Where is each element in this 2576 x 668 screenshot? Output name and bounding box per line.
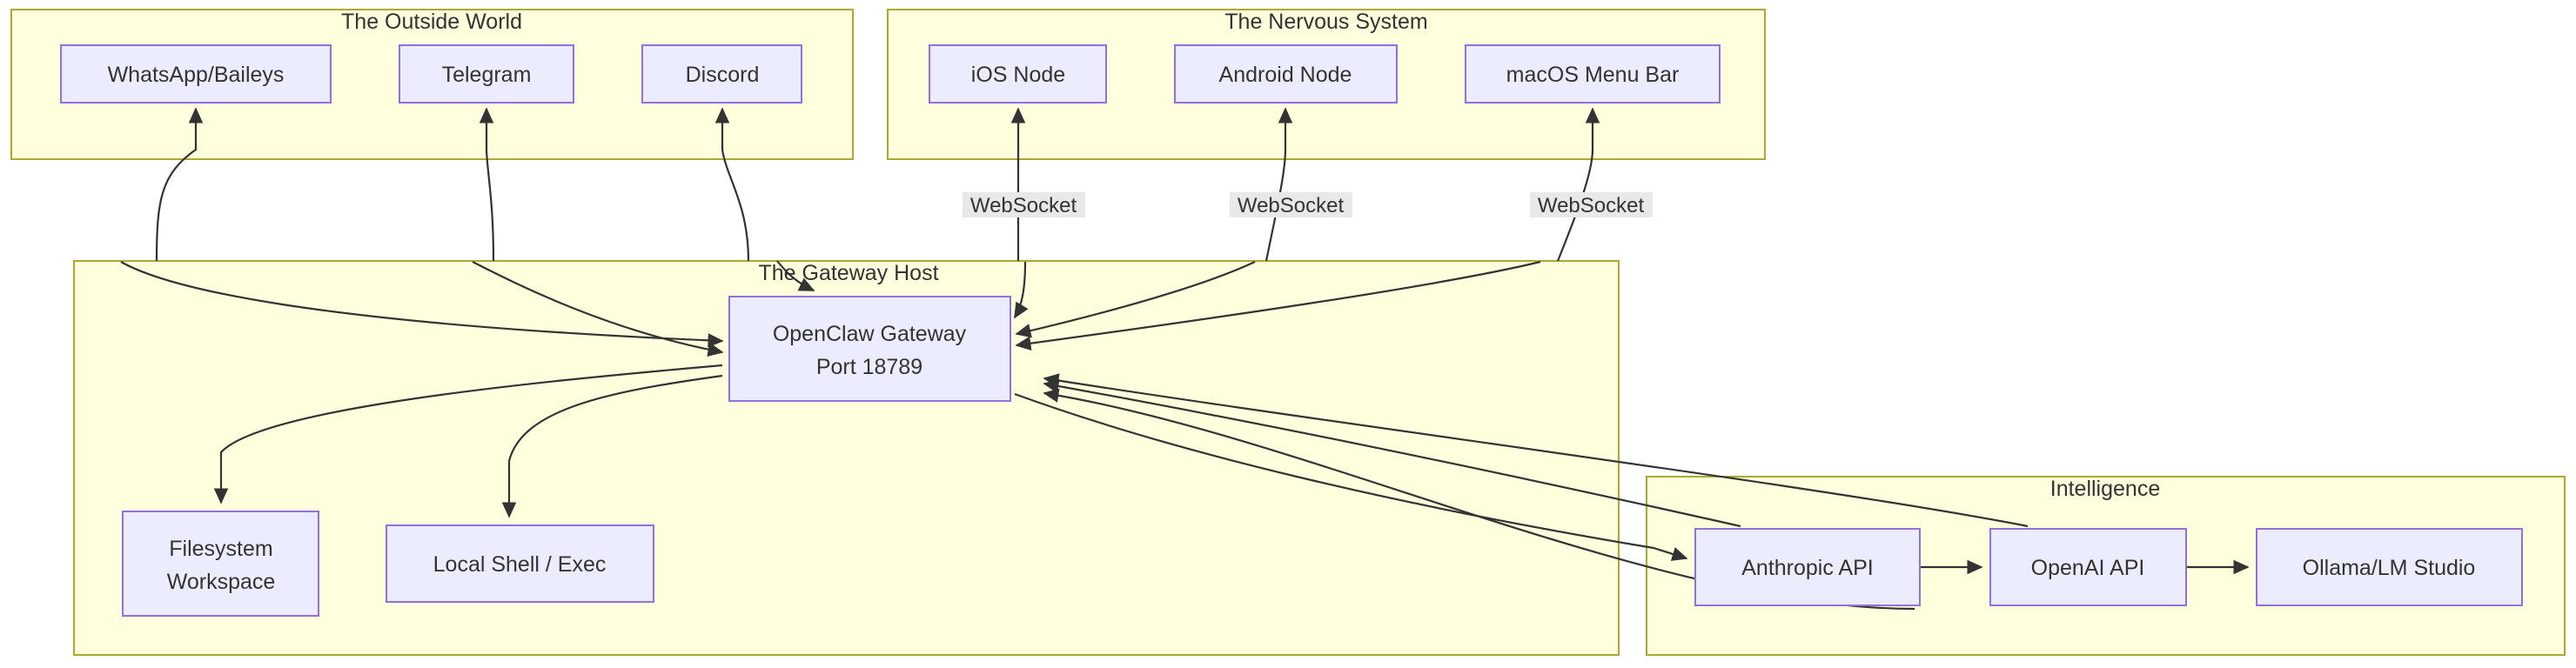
node-local-shell-exec-label: Local Shell / Exec — [433, 552, 607, 577]
node-whatsapp-rect[interactable] — [60, 44, 332, 104]
node-filesystem-workspace-label-line1: Filesystem — [169, 537, 272, 561]
edge-label-macos-text: WebSocket — [1538, 194, 1645, 217]
edge-label-macos-bg — [1530, 192, 1653, 217]
edge-label-android-bg — [1230, 192, 1352, 217]
edge-gateway-discord — [714, 107, 815, 291]
node-telegram[interactable]: Telegram — [399, 44, 574, 104]
node-openclaw-gateway-rect[interactable] — [728, 296, 1011, 402]
cluster-gateway-host-title-group: The Gateway Host — [758, 261, 938, 285]
node-discord-label: Discord — [686, 63, 760, 87]
node-local-shell-exec-rect[interactable] — [386, 524, 654, 603]
node-whatsapp-label: WhatsApp/Baileys — [108, 63, 285, 87]
node-macos-menu-bar[interactable]: macOS Menu Bar — [1465, 44, 1721, 104]
cluster-nervous-system-title: The Nervous System — [1224, 10, 1427, 34]
node-local-shell-exec[interactable]: Local Shell / Exec — [386, 524, 654, 603]
node-ios-node-label: iOS Node — [971, 63, 1065, 87]
node-filesystem-workspace-rect[interactable] — [122, 511, 319, 617]
node-android-node[interactable]: Android Node — [1174, 44, 1398, 104]
edge-gateway-telegram — [472, 107, 724, 357]
edge-label-ios-bg — [963, 192, 1085, 217]
node-ios-node[interactable]: iOS Node — [929, 44, 1107, 104]
node-openclaw-gateway-label-line1: OpenClaw Gateway — [773, 322, 967, 346]
edge-gateway-shell — [501, 374, 723, 518]
node-anthropic-api-label: Anthropic API — [1741, 556, 1873, 580]
node-anthropic-api-rect[interactable] — [1694, 528, 1921, 606]
node-filesystem-workspace[interactable]: Filesystem Workspace — [122, 511, 319, 617]
node-ollama-lm-studio[interactable]: Ollama/LM Studio — [2256, 528, 2523, 606]
edge-label-websocket-android: WebSocket — [1230, 192, 1352, 217]
node-android-node-rect[interactable] — [1174, 44, 1398, 104]
cluster-gateway-host-title: The Gateway Host — [758, 261, 938, 285]
node-anthropic-api[interactable]: Anthropic API — [1694, 528, 1921, 606]
node-telegram-label: Telegram — [442, 63, 532, 87]
edge-gateway-filesystem — [213, 364, 723, 504]
edge-label-android-text: WebSocket — [1238, 194, 1345, 217]
edge-label-websocket-macos: WebSocket — [1530, 192, 1653, 217]
node-openai-api-rect[interactable] — [1989, 528, 2187, 606]
cluster-intelligence-title: Intelligence — [2050, 477, 2160, 501]
node-ios-node-rect[interactable] — [929, 44, 1107, 104]
node-discord[interactable]: Discord — [641, 44, 802, 104]
node-android-node-label: Android Node — [1219, 63, 1352, 87]
node-openclaw-gateway-label-line2: Port 18789 — [816, 355, 922, 379]
node-ollama-lm-studio-label: Ollama/LM Studio — [2303, 556, 2476, 580]
edge-gateway-whatsapp — [120, 107, 724, 348]
node-macos-menu-bar-rect[interactable] — [1465, 44, 1721, 104]
node-discord-rect[interactable] — [641, 44, 802, 104]
node-openai-api[interactable]: OpenAI API — [1989, 528, 2187, 606]
edge-label-websocket-ios: WebSocket — [963, 192, 1085, 217]
node-ollama-lm-studio-rect[interactable] — [2256, 528, 2523, 606]
node-telegram-rect[interactable] — [399, 44, 574, 104]
edge-gateway-openai — [1043, 373, 2029, 575]
node-filesystem-workspace-label-line2: Workspace — [167, 570, 276, 594]
node-macos-menu-bar-label: macOS Menu Bar — [1506, 63, 1680, 87]
node-whatsapp[interactable]: WhatsApp/Baileys — [60, 44, 332, 104]
edge-gateway-anthropic — [1014, 378, 1741, 561]
node-openai-api-label: OpenAI API — [2031, 556, 2145, 580]
edge-label-ios-text: WebSocket — [970, 194, 1077, 217]
node-openclaw-gateway[interactable]: OpenClaw Gateway Port 18789 — [728, 296, 1011, 402]
cluster-outside-world-title: The Outside World — [341, 10, 522, 34]
